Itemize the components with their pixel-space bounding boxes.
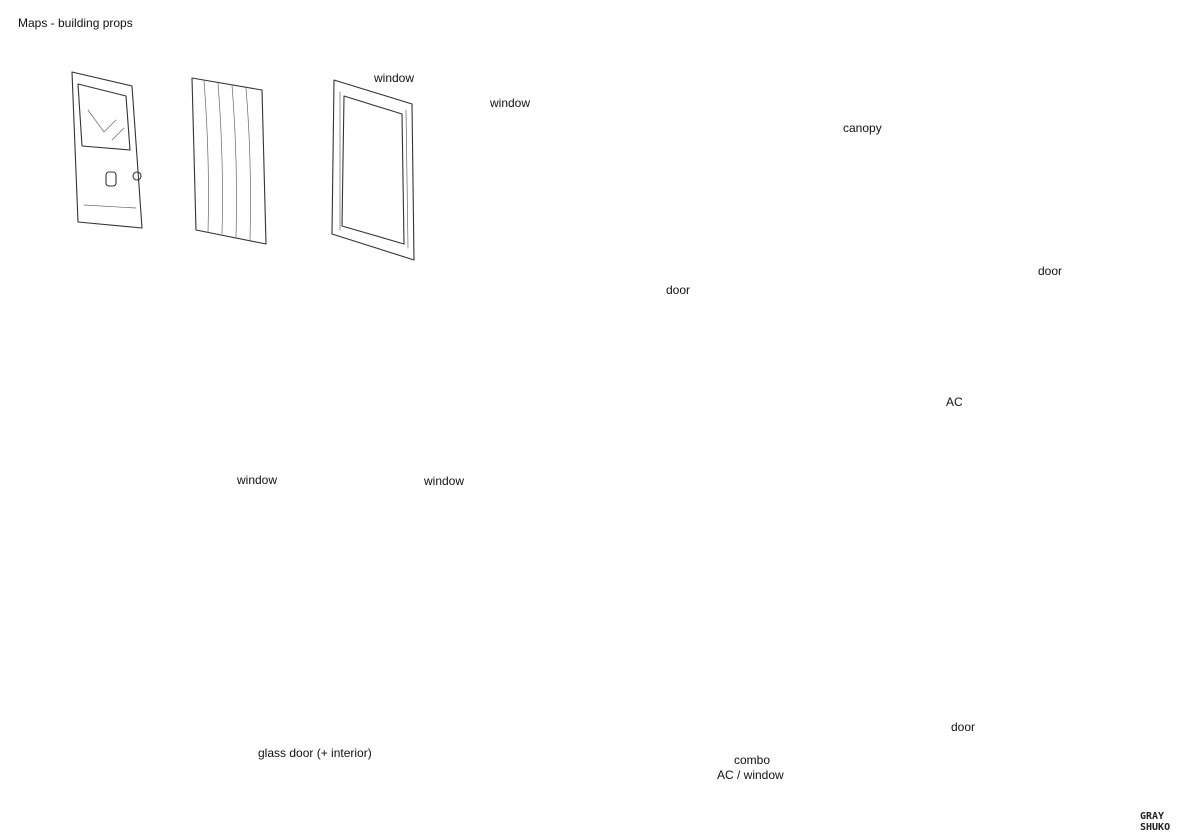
label-door-3: door: [951, 720, 976, 734]
label-glass-door: glass door (+ interior): [258, 746, 372, 760]
label-window-4: window: [424, 474, 465, 488]
corrugated-panel-sketch: [191, 77, 267, 245]
page-title: Maps - building props: [18, 16, 133, 30]
label-combo-line2: AC / window: [717, 768, 784, 782]
label-door-2: door: [1038, 264, 1063, 278]
broken-door-sketch: [71, 71, 143, 229]
label-canopy: canopy: [843, 121, 882, 135]
svg-text:SHUKO: SHUKO: [1140, 822, 1170, 832]
label-ac: AC: [946, 395, 963, 409]
label-window-1: window: [374, 71, 415, 85]
label-window-2: window: [490, 96, 531, 110]
grayshuko-logo-icon: GRAY SHUKO: [1138, 808, 1194, 832]
svg-text:GRAY: GRAY: [1140, 811, 1164, 822]
window-sketch-1: [331, 79, 415, 261]
label-window-3: window: [237, 473, 278, 487]
label-door-1: door: [666, 283, 691, 297]
label-combo-line1: combo: [734, 753, 771, 767]
